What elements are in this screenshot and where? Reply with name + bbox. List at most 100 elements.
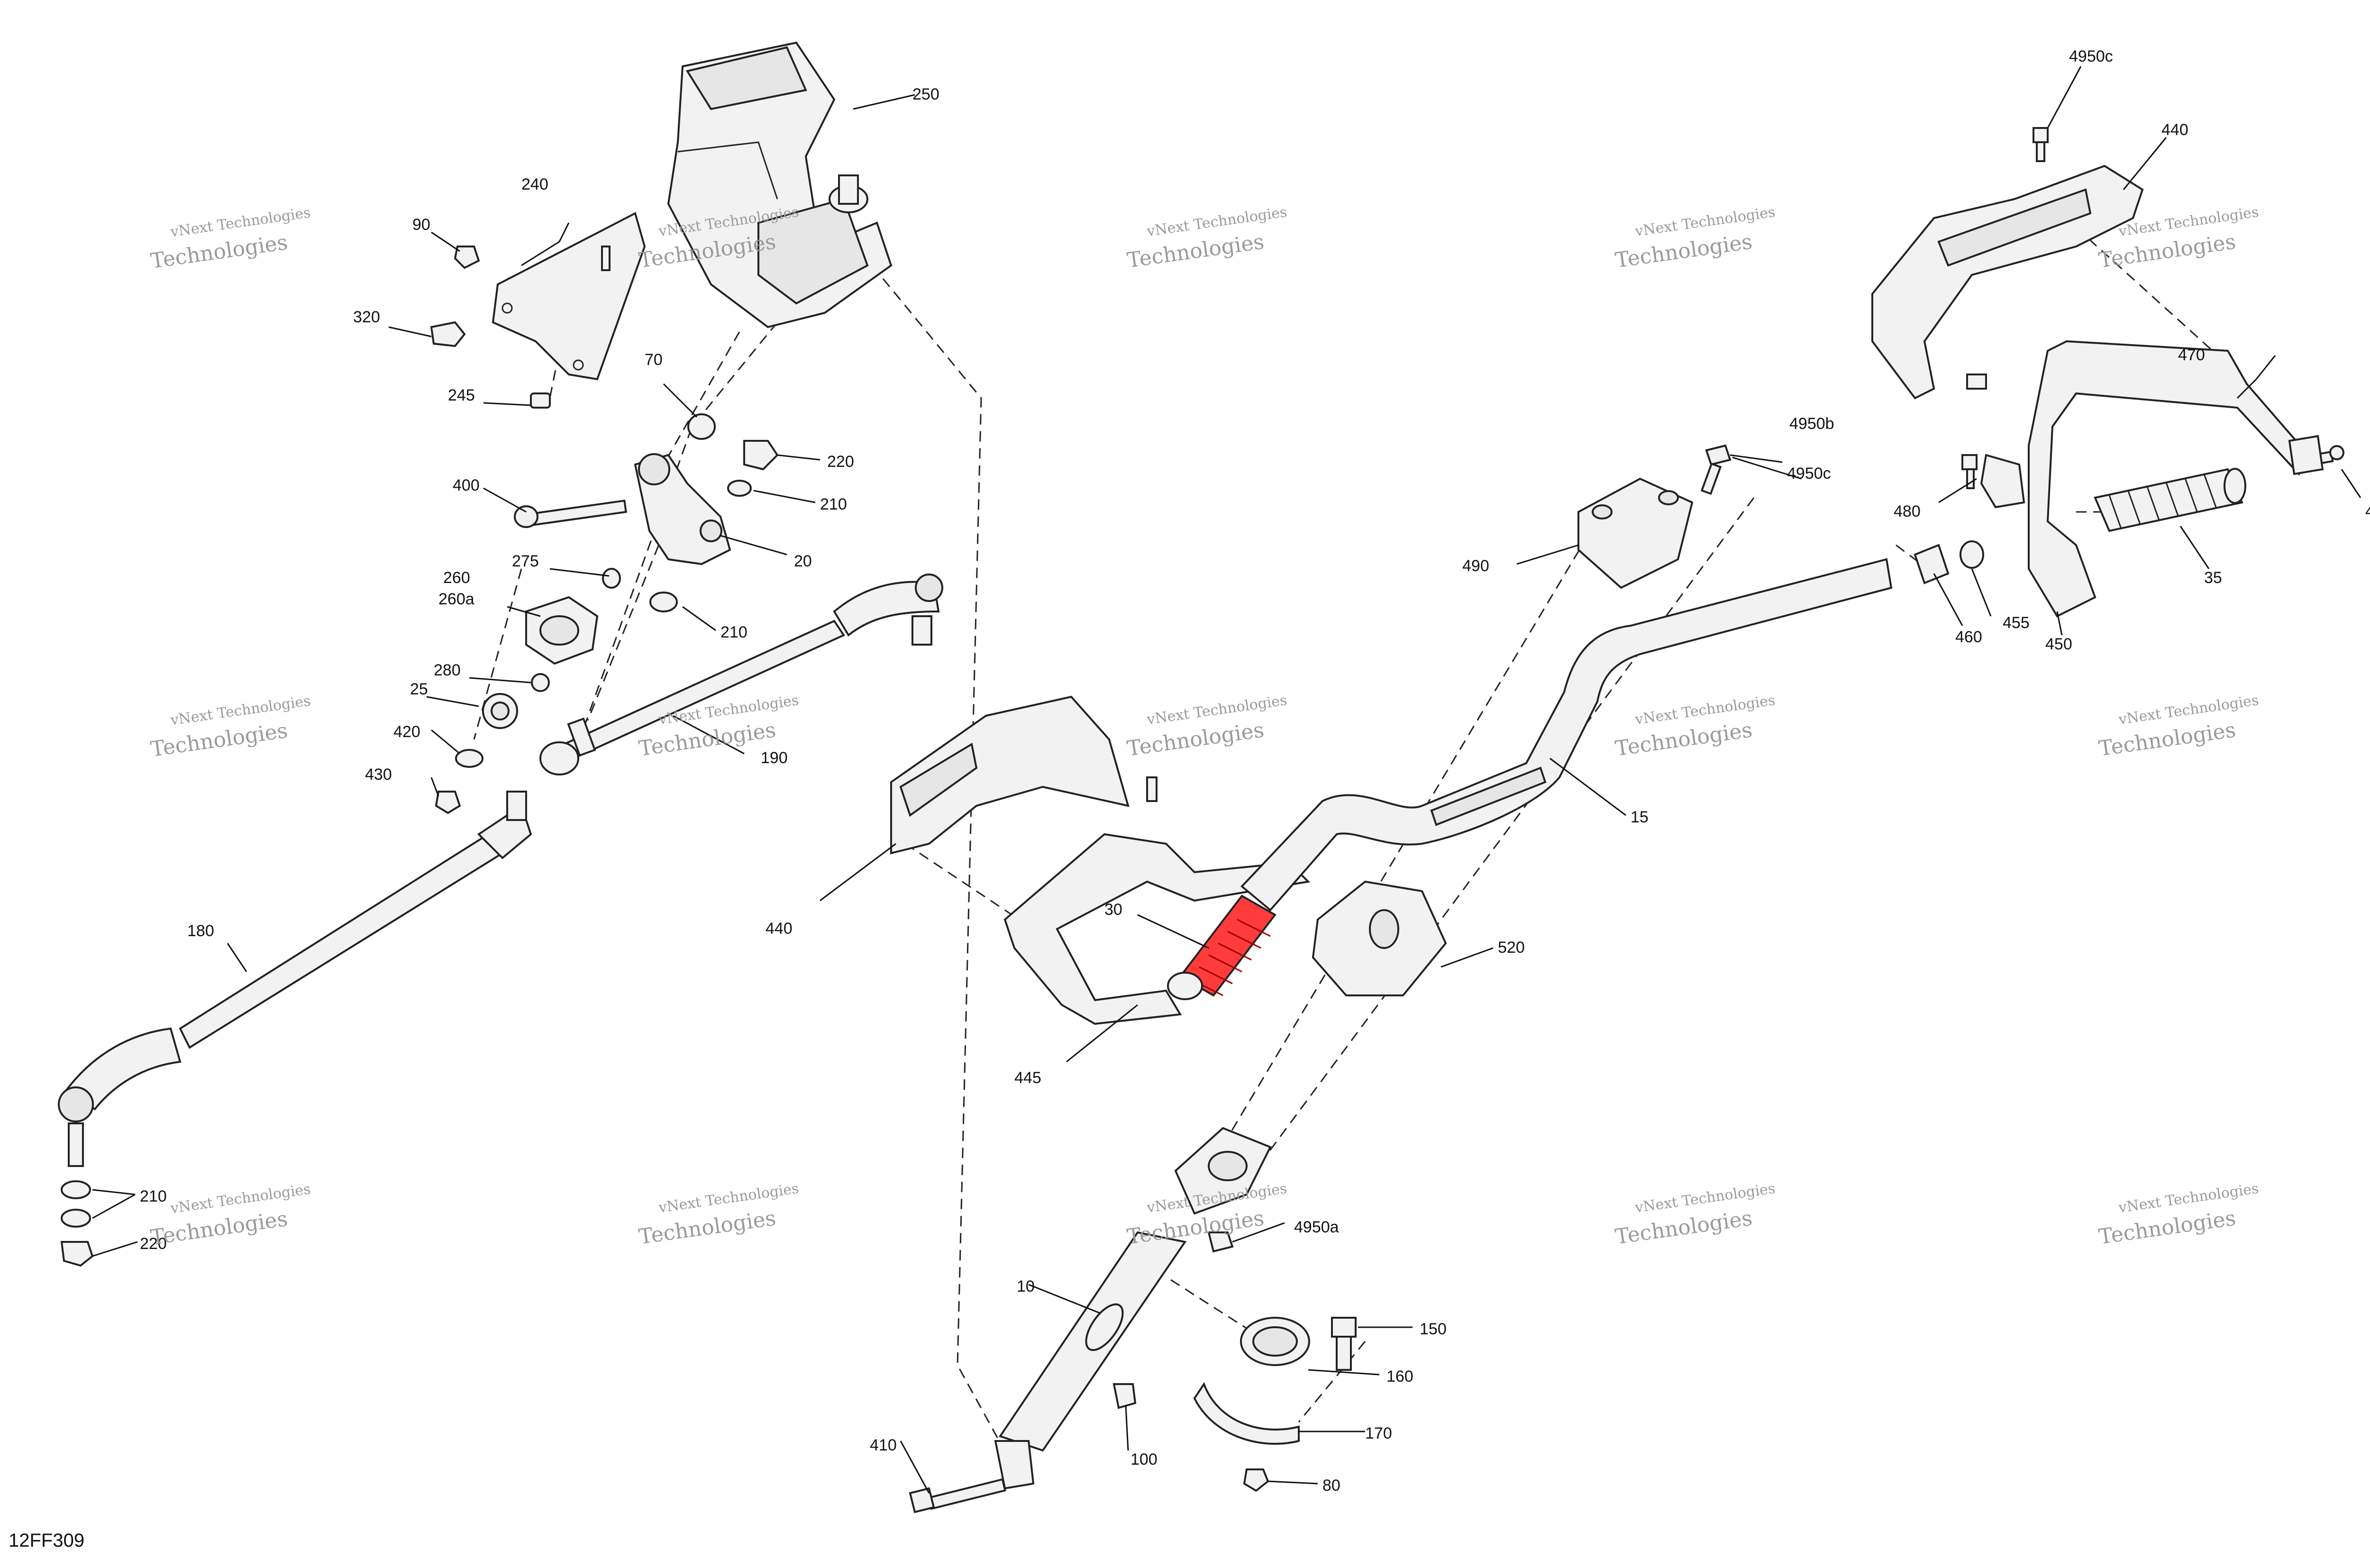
label-280: 280 <box>434 661 461 679</box>
watermark-text: vNext Technologies <box>1634 204 1777 240</box>
label-10: 10 <box>1017 1277 1035 1295</box>
tie-rod-180 <box>58 791 532 1167</box>
watermark-text: vNext Technologies <box>1634 1180 1777 1216</box>
watermark-text: Technologies <box>1614 229 1754 273</box>
label-220-b: 220 <box>140 1235 167 1253</box>
watermark-text: vNext Technologies <box>1634 692 1777 728</box>
label-260: 260 <box>443 569 470 587</box>
label-460: 460 <box>1955 628 1982 646</box>
label-70: 70 <box>645 351 663 369</box>
label-445: 445 <box>1014 1069 1041 1087</box>
label-250: 250 <box>912 85 939 103</box>
label-20: 20 <box>794 552 812 570</box>
label-490: 490 <box>1462 557 1489 575</box>
label-245: 245 <box>448 386 475 404</box>
label-160: 160 <box>1386 1367 1413 1386</box>
watermark-text: Technologies <box>2097 1206 2237 1249</box>
drawing-id: 12FF309 <box>9 1530 85 1551</box>
label-180: 180 <box>187 922 214 940</box>
watermark-text: Technologies <box>149 230 289 273</box>
handguard-bracket-445 <box>1003 833 1311 1025</box>
label-190: 190 <box>761 749 788 767</box>
label-470: 470 <box>2178 346 2205 364</box>
label-240: 240 <box>521 175 548 193</box>
handguard-left-440 <box>890 695 1158 855</box>
clamp-lower-520 <box>1312 880 1447 996</box>
label-465: 465 <box>2365 502 2370 520</box>
label-25: 25 <box>410 680 428 698</box>
part-labels: 250 240 90 320 245 70 220 210 400 20 275… <box>140 47 2370 1495</box>
steering-column-10 <box>994 1127 1272 1490</box>
label-210: 210 <box>820 495 847 513</box>
clamp-170 <box>1193 1382 1300 1445</box>
handguard-bracket-450 <box>2028 340 2310 618</box>
label-35: 35 <box>2204 569 2222 587</box>
label-80: 80 <box>1322 1477 1340 1495</box>
label-480: 480 <box>1894 502 1921 520</box>
label-30: 30 <box>1104 901 1122 919</box>
bearing-160 <box>1240 1317 1310 1366</box>
assembly-guide-lines <box>473 227 2224 1460</box>
clamp-upper-490 <box>1577 477 1694 589</box>
grip-35 <box>2094 468 2246 532</box>
label-520: 520 <box>1498 939 1525 957</box>
fasteners-left <box>60 246 779 1267</box>
label-220: 220 <box>827 453 854 471</box>
watermark-text: vNext Technologies <box>1146 204 1288 240</box>
tie-rod-190 <box>539 574 943 775</box>
label-430: 430 <box>365 766 392 784</box>
watermark-text: vNext Technologies <box>1146 692 1288 728</box>
grip-30 <box>1167 894 1276 1000</box>
label-450: 450 <box>2045 635 2072 653</box>
pitman-arm-20 <box>634 453 731 565</box>
label-455: 455 <box>2003 614 2030 632</box>
leader-lines <box>92 66 2361 1494</box>
label-410: 410 <box>870 1436 897 1454</box>
watermark-text: vNext Technologies <box>169 1181 312 1217</box>
label-170: 170 <box>1365 1424 1392 1442</box>
label-320: 320 <box>353 308 380 326</box>
label-4950b: 4950b <box>1789 415 1834 433</box>
label-15: 15 <box>1631 808 1649 826</box>
watermark-text: Technologies <box>1126 718 1266 761</box>
bracket-240 <box>492 212 646 381</box>
label-150: 150 <box>1420 1320 1447 1338</box>
watermark-text: Technologies <box>149 1207 289 1250</box>
watermark-text: vNext Technologies <box>2117 204 2260 240</box>
label-440-left: 440 <box>766 920 793 938</box>
watermarks: vNext Technologies Technologies vNext Te… <box>149 204 2260 1250</box>
label-440-right: 440 <box>2161 121 2188 139</box>
watermark-text: vNext Technologies <box>657 1180 800 1216</box>
watermark-text: Technologies <box>149 719 289 762</box>
label-90: 90 <box>412 216 430 234</box>
watermark-text: Technologies <box>638 1206 777 1249</box>
power-steering-unit <box>667 41 893 328</box>
label-420: 420 <box>393 723 420 741</box>
watermark-text: Technologies <box>1126 229 1266 273</box>
label-210-c: 210 <box>140 1187 167 1205</box>
label-275: 275 <box>512 552 539 570</box>
label-4950a: 4950a <box>1294 1218 1339 1236</box>
watermark-text: Technologies <box>2097 229 2237 273</box>
label-260a: 260a <box>438 590 474 608</box>
handguard-right-440 <box>1871 164 2144 400</box>
label-4950c-mid: 4950c <box>1787 465 1831 483</box>
watermark-text: vNext Technologies <box>2117 1180 2260 1216</box>
bearing-plate-260 <box>525 596 599 665</box>
watermark-text: Technologies <box>2097 718 2237 761</box>
handlebar-15 <box>1240 558 1893 912</box>
fasteners-right <box>1700 127 2344 584</box>
bolts-lower <box>909 1231 1357 1513</box>
watermark-text: vNext Technologies <box>2117 692 2260 728</box>
label-100: 100 <box>1130 1450 1158 1468</box>
watermark-text: vNext Technologies <box>169 204 312 240</box>
label-210-b: 210 <box>720 623 747 641</box>
watermark-text: vNext Technologies <box>169 693 312 729</box>
label-400: 400 <box>453 476 480 494</box>
label-4950c-top: 4950c <box>2069 47 2113 65</box>
watermark-text: Technologies <box>638 718 777 761</box>
watermark-text: Technologies <box>1614 1206 1754 1249</box>
watermark-text: Technologies <box>1614 718 1754 761</box>
